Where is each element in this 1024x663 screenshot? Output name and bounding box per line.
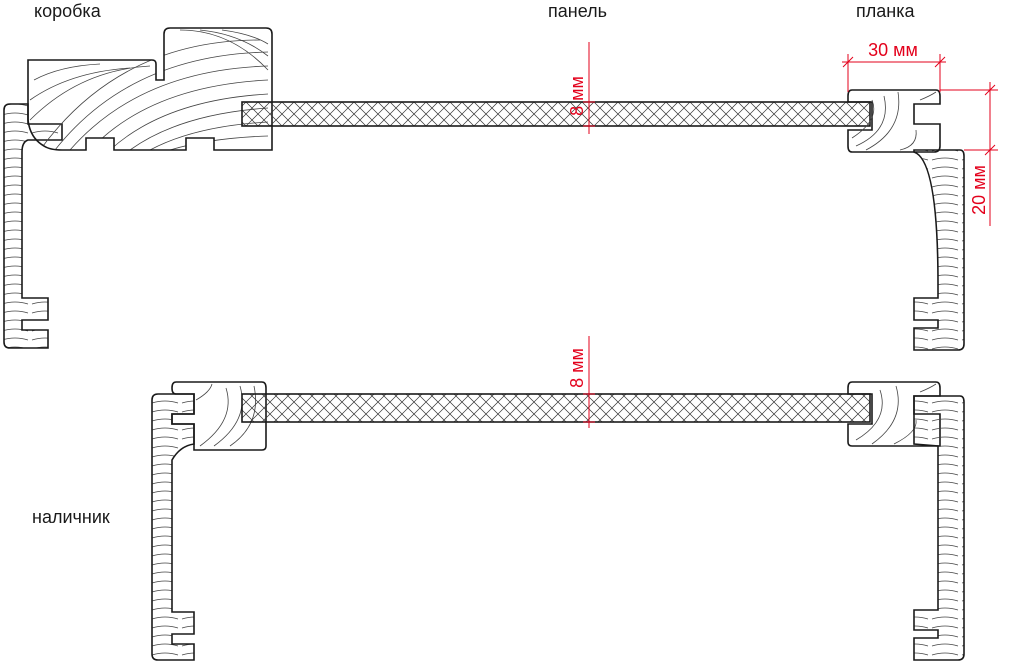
- frame-profile: [27, 27, 273, 151]
- label-casing: наличник: [32, 507, 110, 527]
- bottom-right-casing: [913, 395, 965, 661]
- dim-strip-height: 20 мм: [969, 165, 989, 215]
- dimension-labels: 8 мм 8 мм 30 мм 20 мм: [567, 40, 989, 388]
- dim-strip-width: 30 мм: [868, 40, 918, 60]
- label-strip: планка: [856, 1, 915, 21]
- dim-panel-bottom: 8 мм: [567, 348, 587, 388]
- bottom-right-strip: [847, 381, 941, 447]
- bottom-panel: [241, 393, 871, 423]
- label-frame: коробка: [34, 1, 101, 21]
- top-right-casing: [913, 149, 965, 351]
- dimension-lines: [583, 42, 998, 428]
- label-panel: панель: [548, 1, 607, 21]
- bottom-left-casing: [151, 393, 195, 661]
- dim-panel-top: 8 мм: [567, 76, 587, 116]
- top-panel: [241, 101, 871, 127]
